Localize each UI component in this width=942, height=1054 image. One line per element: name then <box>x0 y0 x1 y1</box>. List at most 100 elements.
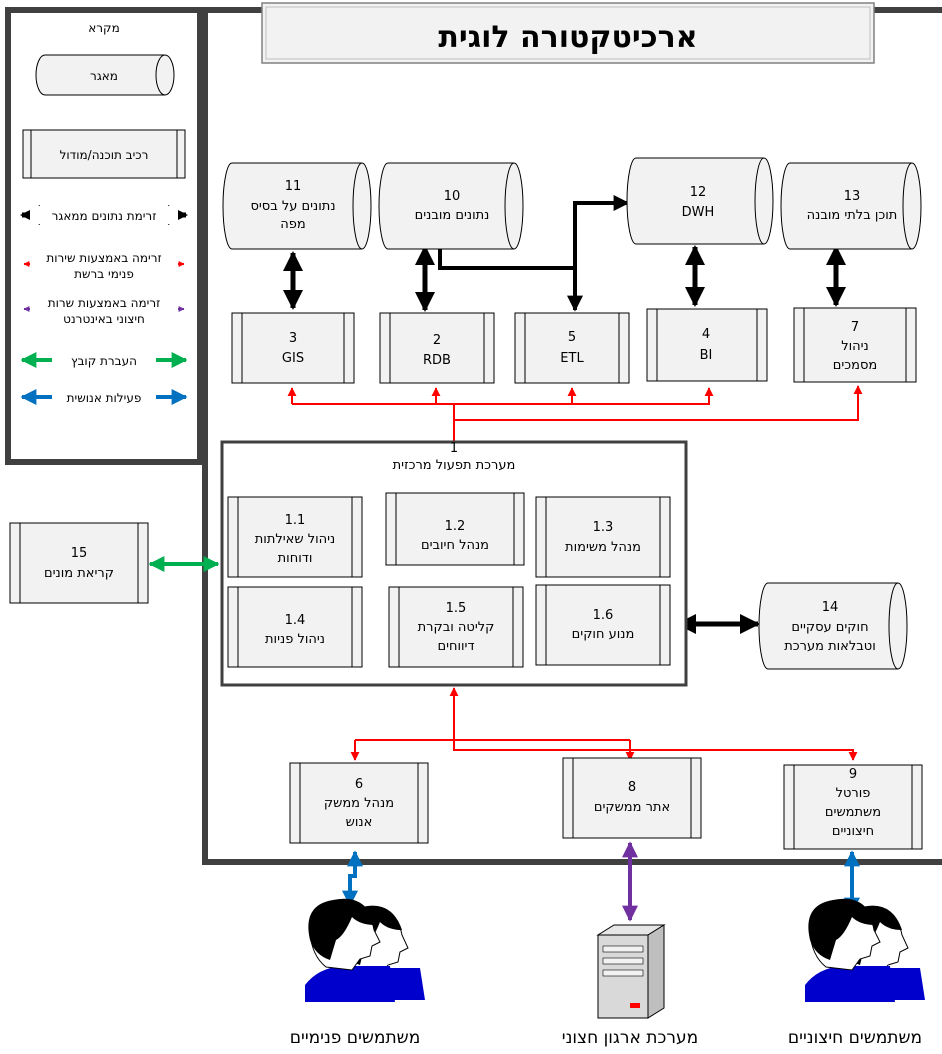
external-users-icon <box>805 898 925 1002</box>
internal-users-label: משתמשים פנימיים <box>290 1028 421 1048</box>
svg-text:7: 7 <box>851 320 859 335</box>
legend-repo-shape: מאגר <box>35 54 175 96</box>
legend-external-service: זרימה באמצעות שרות חיצוני באינטרנט <box>23 295 185 327</box>
svg-text:11: 11 <box>285 179 302 194</box>
svg-text:10: 10 <box>444 189 461 204</box>
module-6: 6 מנהל ממשק אנוש <box>289 762 429 844</box>
central-label: מערכת תפעול מרכזית <box>393 458 516 473</box>
svg-text:קריאת מונים: קריאת מונים <box>44 566 114 581</box>
module-7: 7 ניהול מסמכים <box>793 307 917 383</box>
svg-text:מנהל חיובים: מנהל חיובים <box>421 538 489 553</box>
svg-text:נתונים מובנים: נתונים מובנים <box>415 208 490 223</box>
repository-12: 12 DWH <box>626 157 774 245</box>
svg-text:ניהול: ניהול <box>841 339 869 354</box>
module-2: 2 RDB <box>379 312 495 384</box>
submodule-1-5: 1.5 קליטה ובקרת דיווחים <box>388 586 524 668</box>
module-15: 15 קריאת מונים <box>9 522 149 604</box>
flow-10-5 <box>438 247 583 312</box>
svg-text:פורטל: פורטל <box>836 786 871 801</box>
central-num: 1 <box>450 441 458 456</box>
module-3: 3 GIS <box>231 312 355 384</box>
legend-data-flow-label: זרימת נתונים ממאגר <box>52 209 157 223</box>
svg-text:RDB: RDB <box>423 353 451 368</box>
svg-text:1.2: 1.2 <box>445 519 466 534</box>
legend-internal-line-2: פנימי ברשת <box>74 267 134 281</box>
svg-text:6: 6 <box>355 777 363 792</box>
internal-users-icon <box>305 898 425 1002</box>
legend-human-activity-label: פעילות אנושית <box>67 391 142 405</box>
svg-text:מנוע חוקים: מנוע חוקים <box>572 627 635 642</box>
svg-text:4: 4 <box>702 327 710 342</box>
legend-module-shape: רכיב תוכנה/מודול <box>22 129 186 179</box>
legend-title: מקרא <box>88 21 119 35</box>
svg-text:1.5: 1.5 <box>446 601 467 616</box>
svg-text:15: 15 <box>71 546 88 561</box>
svg-text:BI: BI <box>700 348 713 363</box>
legend-internal-service: זרימה באמצעות שירות פנימי ברשת <box>23 250 185 282</box>
legend-module-label: רכיב תוכנה/מודול <box>60 148 149 162</box>
legend-human-activity: פעילות אנושית <box>20 388 188 406</box>
svg-text:1.1: 1.1 <box>285 513 306 528</box>
repository-10: 10 נתונים מובנים <box>378 162 524 250</box>
submodule-1-3: 1.3 מנהל משימות <box>535 496 671 578</box>
legend-external-line-2: חיצוני באינטרנט <box>63 312 145 326</box>
svg-text:DWH: DWH <box>682 205 715 220</box>
svg-text:אתר ממשקים: אתר ממשקים <box>594 800 670 815</box>
svg-text:ודוחות: ודוחות <box>278 551 313 566</box>
svg-text:נתונים על בסיס: נתונים על בסיס <box>250 199 335 214</box>
external-system-label: מערכת ארגון חצוני <box>562 1028 698 1048</box>
repository-13: 13 תוכן בלתי מובנה <box>780 162 922 250</box>
svg-text:תוכן בלתי מובנה: תוכן בלתי מובנה <box>807 208 898 223</box>
svg-text:מנהל משימות: מנהל משימות <box>565 540 641 555</box>
submodule-1-4: 1.4 ניהול פניות <box>227 586 363 668</box>
external-users-label: משתמשים חיצוניים <box>788 1028 922 1048</box>
svg-text:1.6: 1.6 <box>593 608 614 623</box>
page-title: ארכיטקטורה לוגית <box>438 20 697 55</box>
svg-text:דיווחים: דיווחים <box>437 639 474 654</box>
submodule-1-2: 1.2 מנהל חיובים <box>385 492 525 566</box>
legend: מקרא מאגר רכיב תוכנה/מודול זרימת נתונים … <box>20 21 188 406</box>
module-9: 9 פורטל משתמשים חיצוניים <box>783 764 923 850</box>
svg-text:12: 12 <box>690 185 707 200</box>
svg-text:3: 3 <box>289 331 297 346</box>
svg-text:5: 5 <box>568 330 576 345</box>
svg-text:2: 2 <box>433 333 441 348</box>
svg-text:9: 9 <box>849 767 857 782</box>
external-server-icon <box>596 924 666 1019</box>
flow-5-12 <box>573 195 630 300</box>
svg-text:משתמשים: משתמשים <box>825 805 881 820</box>
module-4: 4 BI <box>646 308 768 382</box>
svg-text:8: 8 <box>628 780 636 795</box>
svg-text:13: 13 <box>844 189 861 204</box>
repository-14: 14 חוקים עסקיים וטבלאות מערכת <box>758 582 908 670</box>
module-8: 8 אתר ממשקים <box>562 757 702 839</box>
legend-external-line-1: זרימה באמצעות שרות <box>48 296 161 310</box>
submodule-1-6: 1.6 מנוע חוקים <box>535 584 671 666</box>
svg-text:1.3: 1.3 <box>593 520 614 535</box>
submodule-1-1: 1.1 ניהול שאילתות ודוחות <box>227 496 363 578</box>
svg-text:ניהול פניות: ניהול פניות <box>265 632 325 647</box>
legend-file-transfer-label: העברת קובץ <box>71 354 137 368</box>
svg-text:קליטה ובקרת: קליטה ובקרת <box>418 620 495 635</box>
legend-file-transfer: העברת קובץ <box>20 351 188 369</box>
svg-text:ניהול שאילתות: ניהול שאילתות <box>255 532 336 547</box>
legend-repo-label: מאגר <box>90 69 118 83</box>
svg-text:מנהל ממשק: מנהל ממשק <box>324 796 394 811</box>
svg-text:מפה: מפה <box>280 217 305 232</box>
legend-internal-line-1: זרימה באמצעות שירות <box>46 251 161 265</box>
svg-text:מסמכים: מסמכים <box>833 358 878 373</box>
module-5: 5 ETL <box>514 312 630 384</box>
svg-text:1.4: 1.4 <box>285 613 306 628</box>
bus-upper <box>292 392 710 405</box>
svg-text:14: 14 <box>822 600 839 615</box>
svg-text:וטבלאות מערכת: וטבלאות מערכת <box>784 639 876 654</box>
svg-text:חיצוניים: חיצוניים <box>832 824 874 839</box>
legend-data-flow: זרימת נתונים ממאגר <box>20 205 188 225</box>
svg-text:ETL: ETL <box>560 351 584 366</box>
main-frame <box>202 7 942 865</box>
svg-text:אנוש: אנוש <box>346 815 373 830</box>
svg-text:חוקים עסקיים: חוקים עסקיים <box>791 620 868 635</box>
title-box: ארכיטקטורה לוגית <box>261 2 875 64</box>
repository-11: 11 נתונים על בסיס מפה <box>222 162 372 250</box>
